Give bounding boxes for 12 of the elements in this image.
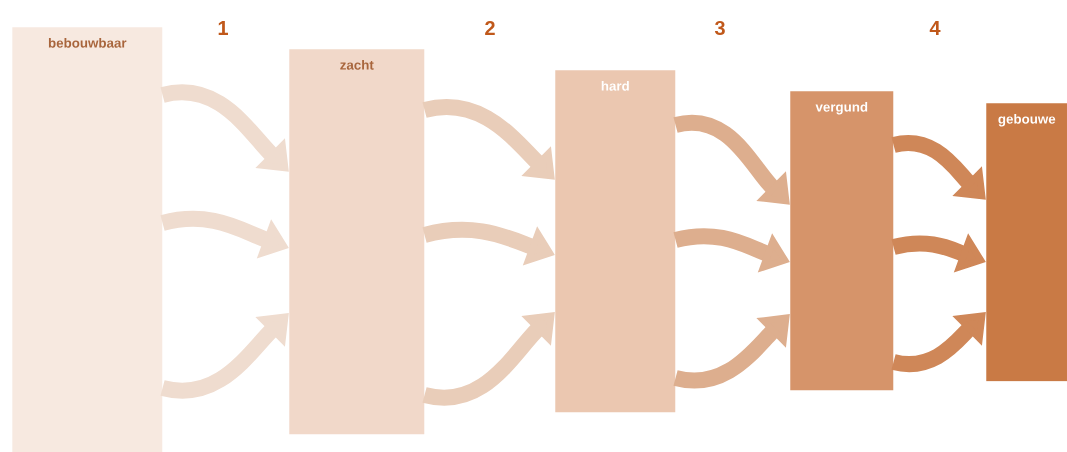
process-box: hard <box>555 70 676 413</box>
process-box: zacht <box>289 49 425 435</box>
step-number: 2 <box>485 21 495 35</box>
process-box: vergund <box>790 91 894 391</box>
arrow <box>161 84 289 172</box>
arrow <box>423 99 555 180</box>
step-number: 1 <box>218 21 228 35</box>
step-number: 3 <box>714 20 725 36</box>
process-box: bebouwbaar <box>12 27 163 452</box>
step-number: 4 <box>929 21 941 35</box>
arrow <box>161 313 289 399</box>
process-box: gebouwe <box>986 103 1067 382</box>
